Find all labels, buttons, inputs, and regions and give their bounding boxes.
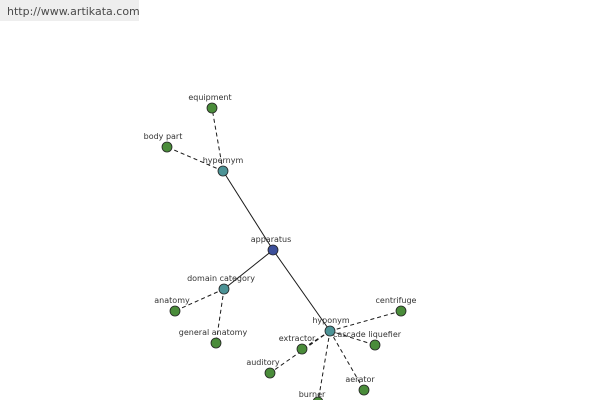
- category-label-hypernym[interactable]: hypernym: [203, 156, 244, 165]
- term-label-anatomy[interactable]: anatomy: [154, 296, 190, 305]
- edge-hypernym-equipment: [211, 107, 224, 172]
- site-url-link[interactable]: http://www.artikata.com: [7, 5, 140, 18]
- edge-hyponym-centrifuge: [329, 310, 402, 332]
- term-label-extractor[interactable]: extractor: [279, 334, 316, 343]
- category-node-domain-category[interactable]: [218, 283, 230, 295]
- edge-hyponym-burner: [317, 330, 331, 400]
- term-node-anatomy[interactable]: [169, 305, 181, 317]
- term-node-equipment[interactable]: [206, 102, 218, 114]
- category-label-hyponym[interactable]: hyponym: [312, 316, 350, 325]
- term-node-auditory[interactable]: [264, 367, 276, 379]
- term-node-body-part[interactable]: [161, 141, 173, 153]
- term-label-aerator[interactable]: aerator: [345, 375, 375, 384]
- term-label-equipment[interactable]: equipment: [188, 93, 231, 102]
- edge-hyponym-cascade-liquefier: [329, 330, 376, 346]
- edge-domain-category-general-anatomy: [215, 288, 225, 344]
- term-label-burner[interactable]: burner: [299, 390, 326, 399]
- edge-domain-category-anatomy: [174, 288, 225, 312]
- root-label-apparatus[interactable]: apparatus: [251, 235, 292, 244]
- term-node-cascade-liquefier[interactable]: [369, 339, 381, 351]
- term-node-aerator[interactable]: [358, 384, 370, 396]
- edge-apparatus-hypernym: [222, 170, 274, 251]
- edge-hyponym-extractor: [301, 330, 331, 350]
- term-label-centrifuge[interactable]: centrifuge: [376, 296, 417, 305]
- graph-labels: apparatus hypernym domain category hyponym e…: [144, 93, 417, 399]
- url-header: http://www.artikata.com: [0, 0, 140, 21]
- term-label-cascade-liquefier[interactable]: cascade liquefier: [333, 330, 402, 339]
- graph-nodes: [161, 102, 407, 400]
- term-node-general-anatomy[interactable]: [210, 337, 222, 349]
- term-label-auditory[interactable]: auditory: [246, 358, 280, 367]
- graph-edges: [166, 107, 402, 400]
- edge-apparatus-domain-category: [223, 249, 274, 290]
- edge-hyponym-aerator: [329, 330, 365, 391]
- term-node-extractor[interactable]: [296, 343, 308, 355]
- term-label-body-part[interactable]: body part: [144, 132, 183, 141]
- term-node-centrifuge[interactable]: [395, 305, 407, 317]
- edge-apparatus-hyponym: [272, 249, 331, 332]
- category-node-hyponym[interactable]: [324, 325, 336, 337]
- root-node-apparatus[interactable]: [267, 244, 279, 256]
- term-label-general-anatomy[interactable]: general anatomy: [179, 328, 248, 337]
- edge-hypernym-body-part: [166, 146, 224, 172]
- category-label-domain-category[interactable]: domain category: [187, 274, 255, 283]
- term-node-burner[interactable]: [312, 396, 324, 400]
- category-node-hypernym[interactable]: [217, 165, 229, 177]
